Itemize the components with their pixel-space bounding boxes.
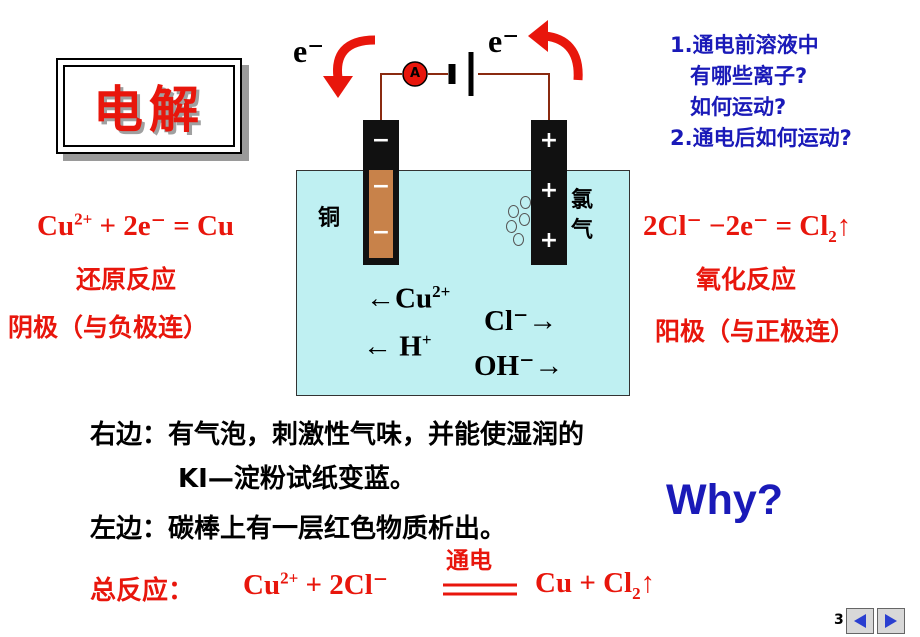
question-1-line-1: 1.通电前溶液中 xyxy=(670,33,819,57)
question-1-line-3: 如何运动? xyxy=(690,95,787,119)
gas-bubble xyxy=(513,233,524,246)
electron-arrow-right-icon xyxy=(544,31,583,81)
gas-bubble xyxy=(520,196,531,209)
cathode-wire xyxy=(380,73,402,120)
anode-sign-3: + xyxy=(539,228,559,253)
anode-sign-2: + xyxy=(539,178,559,203)
why-label: Why? xyxy=(666,476,784,524)
anode-equation-subscript: 2 xyxy=(828,226,837,246)
prev-slide-button[interactable] xyxy=(846,608,874,634)
equals-sign-icon xyxy=(443,583,517,596)
next-slide-button[interactable] xyxy=(877,608,905,634)
anode-electrode xyxy=(531,120,567,265)
electrolyte-solution xyxy=(296,170,630,396)
electron-arrow-left-icon xyxy=(333,35,376,79)
electron-arrowhead-left-icon xyxy=(323,76,353,98)
overall-equation-lhs: Cu2+ + 2Cl⁻ xyxy=(243,567,388,602)
ammeter-label: A xyxy=(409,66,421,81)
overall-lhs-cu: Cu xyxy=(243,569,281,601)
ion-cl: Cl⁻→ xyxy=(484,305,558,337)
triangle-left-icon xyxy=(854,614,866,628)
electron-label-left: e⁻ xyxy=(293,33,325,69)
ion-oh: OH⁻→ xyxy=(474,350,564,382)
reduction-reaction-label: 还原反应 xyxy=(76,265,177,294)
observation-right-line-1: 右边：有气泡，刺激性气味，并能使湿润的 xyxy=(90,420,585,450)
title-inner-frame: 电解 xyxy=(63,65,235,147)
page-number: 3 xyxy=(834,612,844,628)
overall-lhs-charge: 2+ xyxy=(280,568,299,588)
ion-h: ← H+ xyxy=(363,330,432,364)
cathode-equation-charge: 2+ xyxy=(74,209,93,229)
title-box: 电解 xyxy=(56,58,242,154)
overall-rhs-subscript: 2 xyxy=(632,583,641,603)
electron-label-right: e⁻ xyxy=(488,23,520,59)
cathode-equation-cu: Cu xyxy=(37,210,75,242)
anode-sign-1: + xyxy=(539,128,559,153)
observation-right-line-2: KI—淀粉试纸变蓝。 xyxy=(178,464,416,494)
anode-gas-label-line-1: 氯 xyxy=(571,188,594,213)
ion-h-charge: + xyxy=(421,330,432,349)
copper-deposit xyxy=(369,170,393,258)
cathode-sign-2: − xyxy=(371,174,391,199)
cathode-equation-rest: + 2e⁻ = Cu xyxy=(92,210,235,242)
question-block: 1.通电前溶液中 有哪些离子? 如何运动? 2.通电后如何运动? xyxy=(670,30,852,154)
cathode-sign-3: − xyxy=(371,220,391,245)
overall-rhs-arrow: ↑ xyxy=(640,567,656,599)
electron-arrowhead-right-icon xyxy=(528,20,548,52)
ammeter-icon xyxy=(402,61,428,87)
overall-equation-rhs: Cu + Cl2↑ xyxy=(535,567,655,604)
gas-bubble xyxy=(506,220,517,233)
cathode-pole-label: 阴极（与负极连） xyxy=(8,313,209,342)
anode-wire xyxy=(478,73,550,120)
anode-gas-label-line-2: 气 xyxy=(571,218,594,243)
question-2: 2.通电后如何运动? xyxy=(670,126,852,150)
observation-left: 左边：碳棒上有一层红色物质析出。 xyxy=(90,514,507,544)
cathode-sign-1: − xyxy=(371,128,391,153)
overall-reaction-label: 总反应： xyxy=(90,576,195,606)
page-title: 电解 xyxy=(93,81,205,139)
anode-gas-label: 氯 气 xyxy=(571,186,593,246)
overall-lhs-rest: + 2Cl⁻ xyxy=(298,569,389,601)
triangle-right-icon xyxy=(885,614,897,628)
cathode-material-label: 铜 xyxy=(318,206,341,231)
anode-equation-arrow: ↑ xyxy=(836,210,852,242)
gas-bubble xyxy=(508,205,519,218)
anode-equation: 2Cl⁻ −2e⁻ = Cl2↑ xyxy=(643,208,851,247)
ion-cu-text: ←Cu xyxy=(366,282,433,315)
ion-h-text: ← H xyxy=(363,330,422,363)
oxidation-reaction-label: 氧化反应 xyxy=(696,265,797,294)
ion-cu-charge: 2+ xyxy=(432,282,451,301)
ion-cu: ←Cu2+ xyxy=(366,282,450,316)
anode-pole-label: 阳极（与正极连） xyxy=(655,317,856,346)
overall-rhs-main: Cu + Cl xyxy=(535,567,633,599)
anode-equation-main: 2Cl⁻ −2e⁻ = Cl xyxy=(643,210,829,242)
question-1-line-2: 有哪些离子? xyxy=(690,64,808,88)
cathode-equation: Cu2+ + 2e⁻ = Cu xyxy=(37,208,234,243)
gas-bubble xyxy=(519,213,530,226)
electrolysis-condition: 通电 xyxy=(446,548,492,574)
